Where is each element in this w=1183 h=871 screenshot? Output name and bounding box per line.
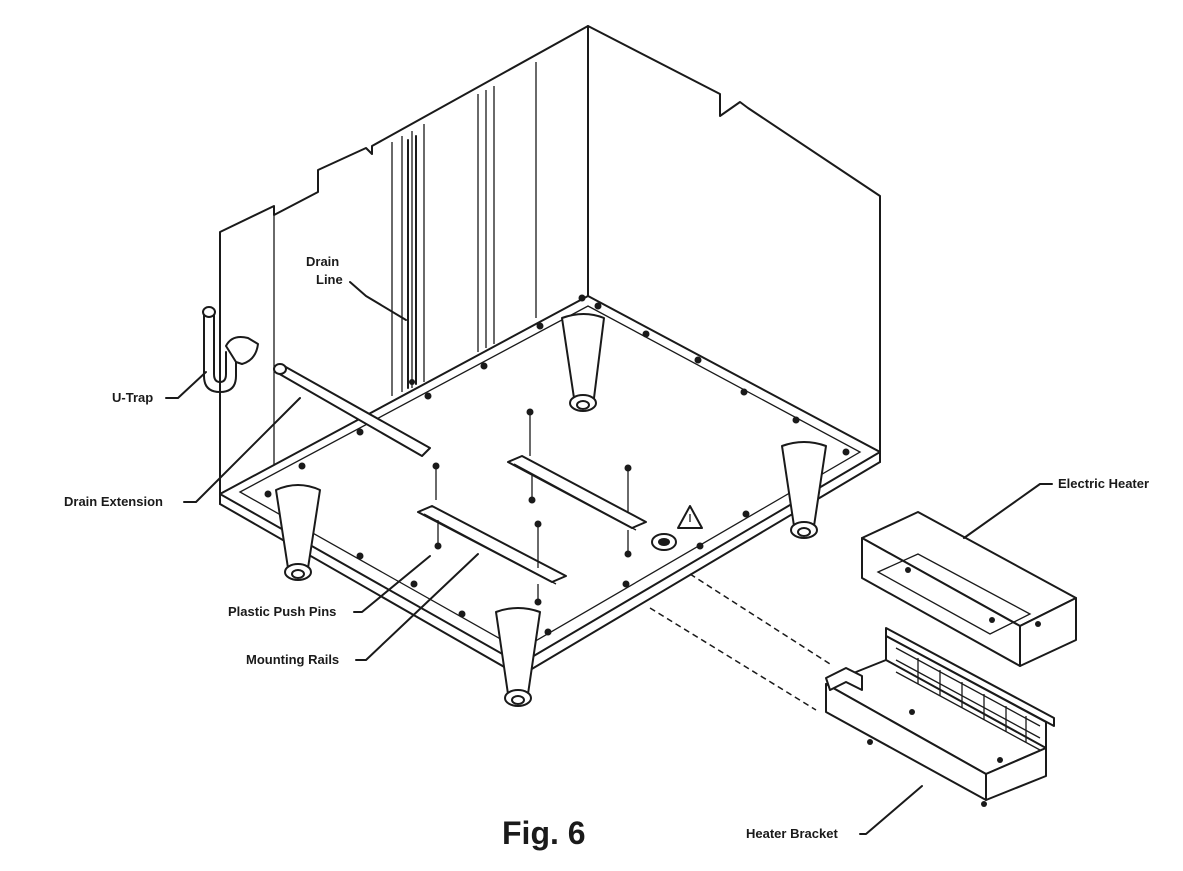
- label-drain-line-1: Drain: [306, 254, 339, 269]
- mounting-rail-right: [507, 455, 647, 531]
- label-mounting-rails: Mounting Rails: [246, 652, 339, 667]
- label-plastic-push-pins: Plastic Push Pins: [228, 604, 336, 619]
- u-trap: [202, 306, 259, 393]
- heater-bracket: [825, 627, 1055, 807]
- leg-right: [781, 441, 827, 539]
- drain-line: [407, 135, 417, 389]
- drain-plug: [651, 533, 677, 551]
- electric-heater: [861, 511, 1077, 667]
- cabinet-body: [219, 25, 881, 495]
- label-drain-extension: Drain Extension: [64, 494, 163, 509]
- leader-lines: [165, 281, 1053, 835]
- leg-back: [561, 313, 605, 412]
- drain-extension: [273, 363, 431, 457]
- insertion-guides: [649, 573, 831, 711]
- label-u-trap: U-Trap: [112, 390, 153, 405]
- leg-left: [275, 484, 321, 581]
- label-drain-line-2: Line: [316, 272, 343, 287]
- plastic-push-pins: [432, 408, 632, 606]
- label-electric-heater: Electric Heater: [1058, 476, 1149, 491]
- base-screws: [264, 294, 850, 636]
- figure-caption: Fig. 6: [502, 815, 586, 851]
- leg-front: [495, 607, 541, 707]
- label-heater-bracket: Heater Bracket: [746, 826, 838, 841]
- warning-triangle-icon: [677, 505, 703, 529]
- heater-grille: [895, 647, 1041, 751]
- mounting-rail-left: [417, 505, 567, 585]
